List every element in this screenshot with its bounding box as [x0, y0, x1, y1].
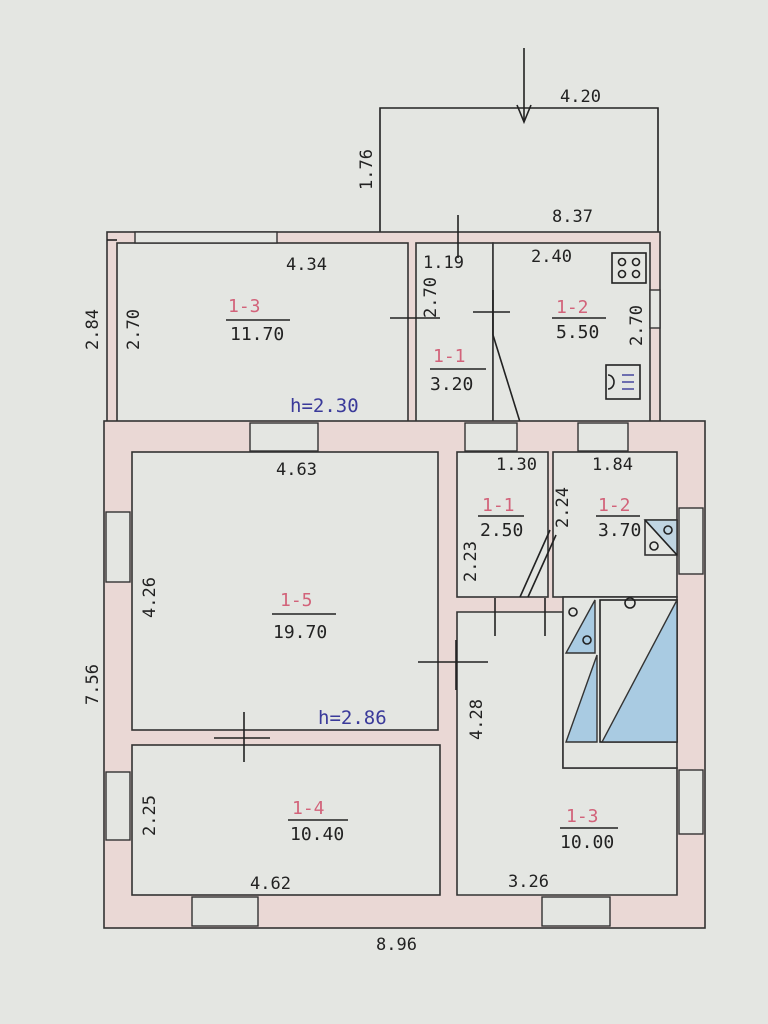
room-id-label: 1-3 [566, 806, 599, 827]
bathtub-icon [599, 597, 678, 743]
dimension-label: 2.23 [461, 541, 481, 582]
room-area-label: 10.00 [560, 832, 614, 853]
dimension-label: 4.28 [467, 699, 487, 740]
room-id-label: 1-2 [598, 495, 631, 516]
window [678, 507, 704, 575]
room-area-label: 10.40 [290, 824, 344, 845]
veranda-width-label: 8.37 [552, 207, 593, 227]
dimension-label: 1.30 [496, 455, 537, 475]
room-id-label: 1-2 [556, 297, 589, 318]
dimension-label: 2.25 [140, 795, 160, 836]
room-id-label: 1-1 [482, 495, 515, 516]
dimension-label: 3.26 [508, 872, 549, 892]
room-1-4: 4.62 2.25 1-4 10.40 [140, 795, 348, 894]
dimension-label: 2.70 [421, 277, 441, 318]
dimension-label: 4.34 [286, 255, 327, 275]
sink-icon [605, 364, 641, 400]
house-depth-label: 7.56 [83, 664, 103, 705]
window [541, 896, 611, 927]
room-1-5: 4.63 4.26 1-5 19.70 [140, 460, 336, 643]
window [191, 896, 259, 927]
room-1-2-veranda: 2.40 2.70 1-2 5.50 [531, 247, 647, 346]
room-id-label: 1-4 [292, 798, 325, 819]
veranda-depth-label: 2.84 [83, 309, 103, 350]
dimension-label: 1.19 [423, 253, 464, 273]
room-1-3-house: 3.26 4.28 1-3 10.00 [467, 699, 618, 892]
house-height-label: h=2.86 [318, 707, 387, 729]
room-id-label: 1-3 [228, 296, 261, 317]
porch-width-label: 4.20 [560, 87, 601, 107]
porch: 4.20 1.76 [357, 48, 659, 232]
room-1-3-veranda: 4.34 2.70 1-3 11.70 [124, 255, 327, 350]
dimension-label: 4.62 [250, 874, 291, 894]
stove-icon [611, 252, 647, 284]
window [678, 769, 704, 835]
main-house: 8.96 7.56 h=2.86 4.63 4.26 1-5 19.70 4.6… [83, 420, 706, 955]
window [649, 289, 661, 329]
room-area-label: 2.50 [480, 520, 523, 541]
dimension-label: 4.26 [140, 577, 160, 618]
dimension-label: 2.70 [627, 305, 647, 346]
window [134, 231, 278, 244]
dimension-label: 2.40 [531, 247, 572, 267]
room-area-label: 11.70 [230, 324, 284, 345]
window [105, 511, 131, 583]
doorway [464, 422, 518, 452]
room-area-label: 5.50 [556, 322, 599, 343]
toilet-icon [564, 599, 598, 743]
veranda-height-label: h=2.30 [290, 395, 359, 417]
room-area-label: 3.70 [598, 520, 641, 541]
porch-depth-label: 1.76 [357, 149, 377, 190]
room-1-1-veranda: 1.19 2.70 1-1 3.20 [421, 253, 486, 395]
window [249, 422, 319, 452]
dimension-label: 1.84 [592, 455, 633, 475]
room-id-label: 1-5 [280, 590, 313, 611]
veranda: 8.37 2.84 h=2.30 4.34 2.70 1-3 11.70 1.1… [83, 207, 661, 425]
dimension-label: 2.24 [553, 487, 573, 528]
dimension-label: 2.70 [124, 309, 144, 350]
window [577, 422, 629, 452]
window [105, 771, 131, 841]
dimension-label: 4.63 [276, 460, 317, 480]
room-area-label: 3.20 [430, 374, 473, 395]
room-id-label: 1-1 [433, 346, 466, 367]
house-width-label: 8.96 [376, 935, 417, 955]
boiler-icon [643, 519, 678, 557]
room-1-1-house: 1.30 2.23 1-1 2.50 2.24 [461, 455, 573, 582]
room-1-2-house: 1.84 1-2 3.70 [592, 455, 641, 541]
room-area-label: 19.70 [273, 622, 327, 643]
